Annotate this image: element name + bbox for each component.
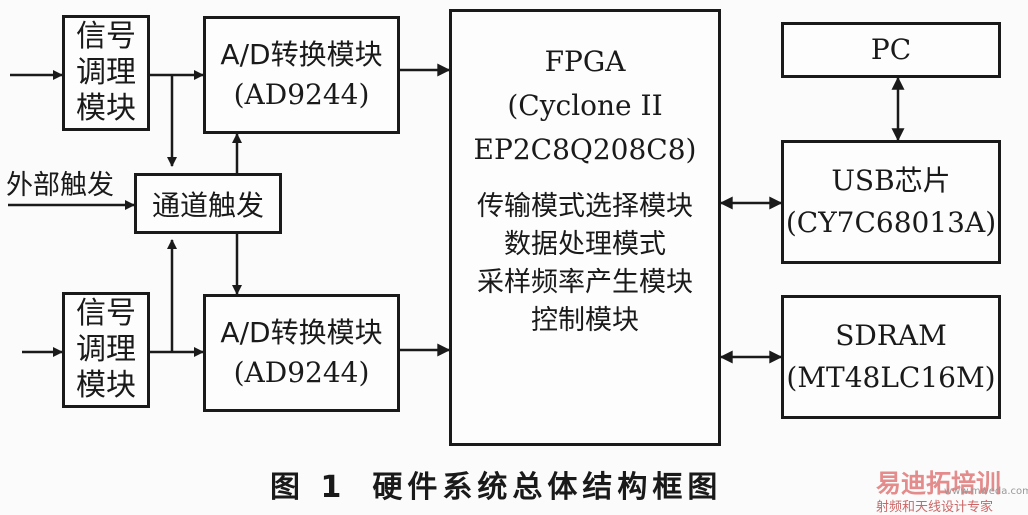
ad-bottom-title: A/D转换模块 bbox=[220, 316, 383, 349]
usb-model: (CY7C68013A) bbox=[785, 206, 997, 239]
sdram-model: (MT48LC16M) bbox=[786, 361, 996, 394]
watermark-logo: 易迪拓培训 bbox=[876, 469, 1002, 498]
figure-caption: 图 1 硬件系统总体结构框图 bbox=[270, 462, 722, 506]
channel-trigger-box: 通道触发 bbox=[134, 173, 282, 234]
signal-top-line-2: 调理 bbox=[76, 55, 136, 90]
fpga-model-line-2: EP2C8Q208C8) bbox=[473, 133, 697, 166]
usb-chip-box: USB芯片 (CY7C68013A) bbox=[781, 140, 1001, 264]
signal-conditioning-bottom: 信号 调理 模块 bbox=[62, 292, 150, 408]
signal-bottom-line-1: 信号 bbox=[76, 296, 136, 331]
fpga-module-control: 控制模块 bbox=[531, 305, 639, 336]
signal-top-line-3: 模块 bbox=[76, 91, 136, 126]
ad-converter-top: A/D转换模块 (AD9244) bbox=[203, 16, 400, 134]
usb-title: USB芯片 bbox=[831, 164, 951, 197]
ad-top-model: (AD9244) bbox=[233, 78, 370, 111]
figure-title: 硬件系统总体结构框图 bbox=[372, 470, 723, 505]
sdram-title: SDRAM bbox=[835, 319, 947, 352]
fpga-model-line-1: (Cyclone II bbox=[507, 89, 663, 122]
signal-conditioning-top: 信号 调理 模块 bbox=[62, 15, 150, 131]
ad-bottom-model: (AD9244) bbox=[233, 356, 370, 389]
signal-bottom-line-2: 调理 bbox=[76, 332, 136, 367]
ad-top-title: A/D转换模块 bbox=[220, 38, 383, 71]
fpga-module-sample-rate: 采样频率产生模块 bbox=[477, 267, 693, 298]
fpga-block: FPGA (Cyclone II EP2C8Q208C8) 传输模式选择模块 数… bbox=[449, 9, 721, 446]
channel-trigger-label: 通道触发 bbox=[151, 188, 264, 222]
signal-bottom-line-3: 模块 bbox=[76, 368, 136, 403]
watermark-tagline: 射频和天线设计专家 bbox=[876, 500, 994, 515]
fpga-module-data-processing: 数据处理模式 bbox=[504, 229, 666, 260]
signal-top-line-1: 信号 bbox=[76, 19, 136, 54]
figure-number: 图 1 bbox=[270, 470, 347, 505]
external-trigger-label: 外部触发 bbox=[6, 170, 114, 201]
watermark-domain: www.mweda.com bbox=[944, 486, 1028, 497]
fpga-title: FPGA bbox=[544, 45, 626, 78]
sdram-box: SDRAM (MT48LC16M) bbox=[781, 295, 1001, 419]
fpga-module-transfer-mode: 传输模式选择模块 bbox=[477, 191, 693, 222]
pc-label: PC bbox=[870, 33, 912, 66]
pc-box: PC bbox=[781, 22, 1001, 78]
ad-converter-bottom: A/D转换模块 (AD9244) bbox=[203, 294, 400, 412]
